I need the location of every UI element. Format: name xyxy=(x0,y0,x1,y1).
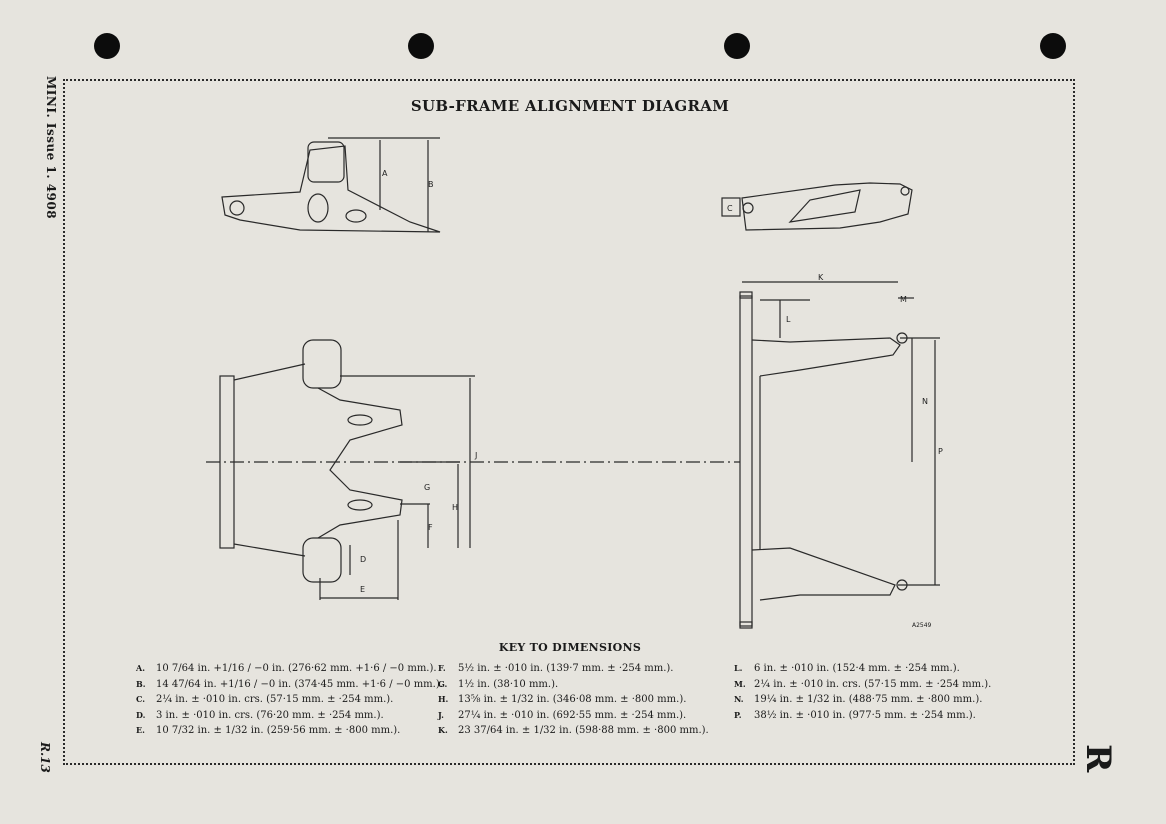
dim-label-p: P xyxy=(938,447,943,456)
dim-label-m: M xyxy=(900,295,907,304)
dim-labels-front: E D F G H J xyxy=(360,451,477,594)
key-row-j: J.27¼ in. ± ·010 in. (692·55 mm. ± ·254 … xyxy=(438,709,687,721)
binder-hole xyxy=(408,33,434,59)
key-row-l: L.6 in. ± ·010 in. (152·4 mm. ± ·254 mm.… xyxy=(734,663,960,674)
dim-label-f: F xyxy=(428,523,433,532)
page-frame xyxy=(63,79,1075,765)
key-row-k: K.23 37/64 in. ± 1/32 in. (598·88 mm. ± … xyxy=(438,725,709,737)
binder-hole xyxy=(724,33,750,59)
key-row-b: B.14 47/64 in. +1/16 / −0 in. (374·45 mm… xyxy=(136,678,443,690)
dim-label: A B xyxy=(382,169,434,189)
key-column-1: A.10 7/64 in. +1/16 / −0 in. (276·62 mm.… xyxy=(136,661,443,739)
issue-header: MINI. Issue 1. 4908 xyxy=(44,76,58,220)
key-row-e: E.10 7/32 in. ± 1/32 in. (259·56 mm. ± ·… xyxy=(136,725,401,737)
rear-side-view xyxy=(721,182,913,231)
binder-hole xyxy=(1040,33,1066,59)
page-title: SUB-FRAME ALIGNMENT DIAGRAM xyxy=(410,97,730,115)
dim-label-h: H xyxy=(452,503,458,512)
side-elevation-view xyxy=(221,137,441,233)
key-row-f: F.5½ in. ± ·010 in. (139·7 mm. ± ·254 mm… xyxy=(438,663,674,674)
dim-label-k: K xyxy=(818,273,824,282)
section-letter: R xyxy=(1078,744,1118,773)
page-number: R.13 xyxy=(38,742,52,773)
rear-plan-view xyxy=(739,281,940,629)
dim-label-e: E xyxy=(360,585,365,594)
key-row-c: C.2¼ in. ± ·010 in. crs. (57·15 mm. ± ·2… xyxy=(136,694,394,706)
key-row-d: D.3 in. ± ·010 in. crs. (76·20 mm. ± ·25… xyxy=(136,709,384,721)
dim-label-b: B xyxy=(428,180,434,189)
dim-label-n: N xyxy=(922,397,928,406)
key-row-h: H.13⅝ in. ± 1/32 in. (346·08 mm. ± ·800 … xyxy=(438,694,687,706)
front-plan-view xyxy=(206,339,740,600)
dim-label-j: J xyxy=(474,451,477,460)
key-column-2: F.5½ in. ± ·010 in. (139·7 mm. ± ·254 mm… xyxy=(438,661,709,739)
key-row-a: A.10 7/64 in. +1/16 / −0 in. (276·62 mm.… xyxy=(136,663,437,674)
dim-label-l: L xyxy=(786,315,791,324)
key-row-p: P.38½ in. ± ·010 in. (977·5 mm. ± ·254 m… xyxy=(734,709,976,721)
key-row-g: G.1½ in. (38·10 mm.). xyxy=(438,678,559,690)
key-column-3: L.6 in. ± ·010 in. (152·4 mm. ± ·254 mm.… xyxy=(734,661,991,723)
key-row-n: N.19¼ in. ± 1/32 in. (488·75 mm. ± ·800 … xyxy=(734,694,983,706)
binder-hole xyxy=(94,33,120,59)
dim-label-a: A xyxy=(382,169,388,178)
dim-label-d: D xyxy=(360,555,366,564)
key-row-m: M.2¼ in. ± ·010 in. crs. (57·15 mm. ± ·2… xyxy=(734,678,992,690)
dim-label-g: G xyxy=(424,483,430,492)
dim-labels-rear: K L M N P xyxy=(786,273,943,456)
drawing-ref-code: A2549 xyxy=(912,622,932,629)
dim-label-c: C xyxy=(727,204,733,213)
key-title: KEY TO DIMENSIONS xyxy=(498,641,642,654)
